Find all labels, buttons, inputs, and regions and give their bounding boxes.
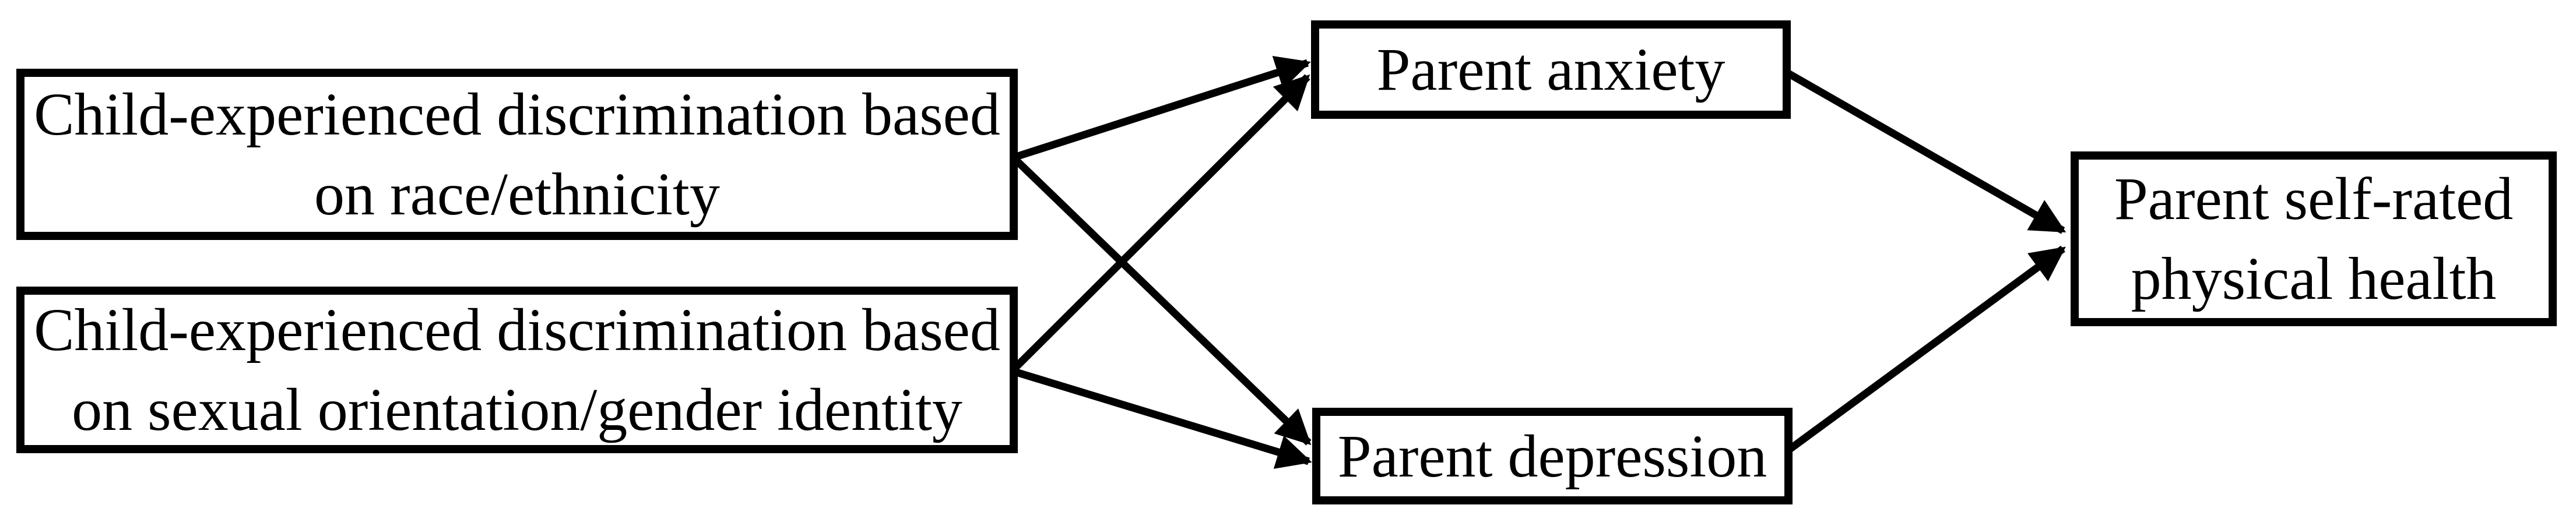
arrow-depression-to-health (1787, 245, 2066, 453)
node-child-discrimination-sexual-orientation-gender-identity: Child-experienced discrimination based o… (16, 287, 1018, 453)
node-text-line: physical health (2131, 245, 2497, 312)
node-parent-depression: Parent depression (1312, 408, 1793, 504)
node-parent-self-rated-physical-health: Parent self-rated physical health (2071, 151, 2557, 326)
node-text-line: on sexual orientation/gender identity (72, 376, 962, 443)
node-text-line: Parent self-rated (2114, 165, 2514, 232)
node-text-line: on race/ethnicity (314, 161, 720, 228)
arrow-anxiety-to-health (1785, 69, 2067, 234)
node-parent-anxiety: Parent anxiety (1311, 20, 1791, 119)
node-text-line: Child-experienced discrimination based (34, 296, 1000, 363)
node-text-line: Parent depression (1337, 422, 1767, 490)
arrow-sogi-to-anxiety (1011, 74, 1310, 372)
node-text-line: Parent anxiety (1376, 36, 1725, 103)
node-child-discrimination-race-ethnicity: Child-experienced discrimination based o… (16, 69, 1018, 240)
arrow-sogi-to-depression (1013, 368, 1312, 469)
arrow-race-to-anxiety (1013, 56, 1311, 161)
node-text-line: Child-experienced discrimination based (34, 81, 1000, 148)
arrow-race-to-depression (1011, 156, 1312, 446)
